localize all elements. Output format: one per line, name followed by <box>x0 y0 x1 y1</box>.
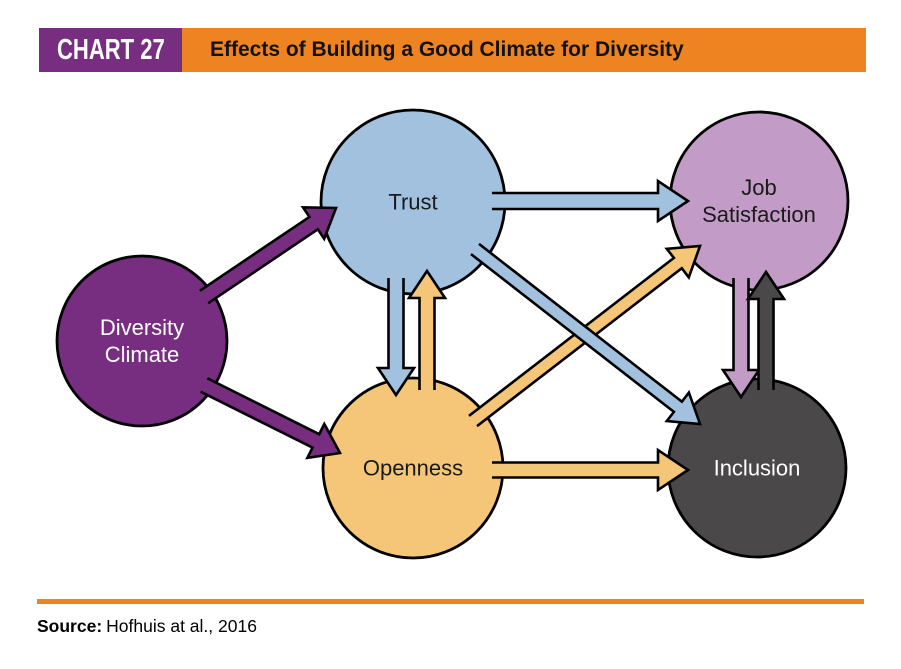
arrow-openness-to-inclusion <box>492 447 691 493</box>
arrow-inclusion-to-job-satisfaction <box>745 269 787 390</box>
chart-title-bar: Effects of Building a Good Climate for D… <box>182 28 866 72</box>
source-label: Source: <box>37 616 103 636</box>
arrow-job-satisfaction-to-inclusion <box>720 278 762 400</box>
source-note: Source:Hofhuis at al., 2016 <box>37 616 257 637</box>
footer-rule <box>37 599 864 604</box>
source-text: Hofhuis at al., 2016 <box>106 616 257 636</box>
node-diversity-climate <box>55 254 229 428</box>
node-job-satisfaction <box>668 110 850 292</box>
chart-number-badge: CHART 27 <box>39 28 182 72</box>
node-label-inclusion: Inclusion <box>714 456 801 481</box>
arrow-trust-to-job-satisfaction <box>492 178 691 224</box>
node-label-trust: Trust <box>388 190 437 215</box>
chart-header: CHART 27 Effects of Building a Good Clim… <box>39 28 866 72</box>
node-label-openness: Openness <box>363 456 463 481</box>
arrow-trust-to-openness <box>375 278 417 398</box>
arrow-diversity-to-openness <box>200 377 343 460</box>
chart-title: Effects of Building a Good Climate for D… <box>210 38 684 61</box>
arrow-trust-to-inclusion <box>470 242 702 426</box>
arrow-diversity-to-trust <box>199 205 338 305</box>
chart-number-text: CHART 27 <box>56 33 165 66</box>
arrow-openness-to-trust <box>406 268 448 390</box>
